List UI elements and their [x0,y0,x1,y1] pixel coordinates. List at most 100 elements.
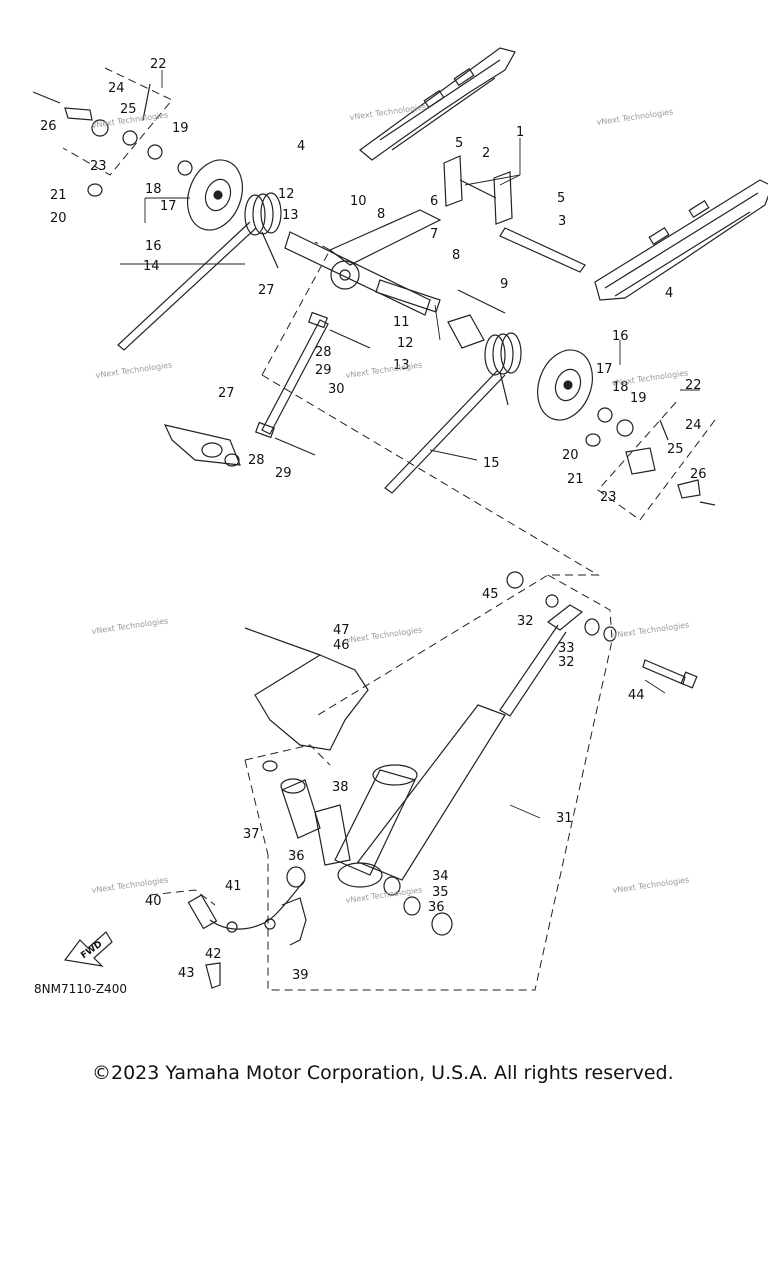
callout-30: 30 [328,382,345,397]
watermark: vNext Technologies [596,107,674,127]
callout-11: 11 [393,315,410,330]
callout-27a: 27 [258,283,275,298]
callout-17a: 17 [160,199,177,214]
callout-36a: 36 [288,849,305,864]
sensor-wiring [187,879,307,989]
callout-22a: 22 [150,57,167,72]
watermark: vNext Technologies [611,368,689,388]
callout-28a: 28 [315,345,332,360]
callout-36b: 36 [428,900,445,915]
slide-rail-left [359,47,516,161]
callout-41: 41 [225,879,242,894]
callout-28b: 28 [248,453,265,468]
idler-wheel-right [537,349,593,421]
bushing-36b [431,912,453,936]
link-rod-assembly [255,311,371,456]
callout-38: 38 [332,780,349,795]
callout-42: 42 [205,947,222,962]
copyright-notice: ©2023 Yamaha Motor Corporation, U.S.A. A… [92,1062,674,1084]
callout-23b: 23 [600,490,617,505]
pivot-arm [284,209,442,316]
bolt-44 [642,659,698,689]
callout-19b: 19 [630,391,647,406]
shaft-3 [499,227,586,273]
reservoir-37 [262,760,351,866]
callout-21a: 21 [50,188,67,203]
wheel-hub-group-right [585,407,716,506]
wheel-hub-group-left [32,83,193,197]
callout-18b: 18 [612,380,629,395]
fwd-arrow-icon [63,931,113,967]
callout-23a: 23 [90,159,107,174]
watermark: vNext Technologies [612,875,690,895]
callout-13b: 13 [393,358,410,373]
callout-37: 37 [243,827,260,842]
callout-22b: 22 [685,378,702,393]
callout-5b: 5 [557,191,565,206]
callout-2: 2 [482,146,490,161]
callout-25b: 25 [667,442,684,457]
slide-rail-right [594,179,768,301]
callout-18a: 18 [145,182,162,197]
callout-26b: 26 [690,467,707,482]
callout-29b: 29 [275,466,292,481]
callout-39: 39 [292,968,309,983]
link-bracket [163,424,241,467]
watermark: vNext Technologies [345,360,423,380]
collar-35 [403,896,421,916]
callout-8b: 8 [452,248,460,263]
washer-32a [545,594,559,608]
callout-35: 35 [432,885,449,900]
callout-13a: 13 [282,208,299,223]
callout-4b: 4 [665,286,673,301]
parts-diagram: 1 2 3 4 4 5 5 6 7 8 8 9 10 11 12 12 13 1… [32,47,768,991]
callout-12a: 12 [278,187,295,202]
watermark: vNext Technologies [345,625,423,645]
callout-45: 45 [482,587,499,602]
callout-14: 14 [143,259,160,274]
watermark: vNext Technologies [349,102,427,122]
collar-33 [584,618,600,636]
callout-8a: 8 [377,207,385,222]
callout-labels: 1 2 3 4 4 5 5 6 7 8 8 9 10 11 12 12 13 1… [40,57,707,983]
leader-lines [120,70,700,819]
bracket-assembly [443,155,513,225]
callout-33: 33 [558,641,575,656]
callout-4a: 4 [297,139,305,154]
callout-20b: 20 [562,448,579,463]
callout-27b: 27 [218,386,235,401]
callout-34: 34 [432,869,449,884]
watermark: vNext Technologies [95,360,173,380]
callout-40: 40 [145,894,162,909]
callout-7: 7 [430,227,438,242]
group-outlines [62,67,716,991]
collar-13 [447,314,485,349]
callout-9: 9 [500,277,508,292]
callout-44: 44 [628,688,645,703]
callout-16a: 16 [145,239,162,254]
callout-24a: 24 [108,81,125,96]
callout-32a: 32 [517,614,534,629]
callout-29a: 29 [315,363,332,378]
callout-43: 43 [178,966,195,981]
callout-31: 31 [556,811,573,826]
callout-47: 47 [333,623,350,638]
watermark: vNext Technologies [91,616,169,636]
torsion-spring-left [117,192,282,351]
shroud-46 [244,627,369,751]
drawing-id: 8NM7110-Z400 [34,982,127,996]
rod-9 [457,289,506,314]
callout-12b: 12 [397,336,414,351]
callout-25a: 25 [120,102,137,117]
callout-10: 10 [350,194,367,209]
bushing-36a [286,866,306,888]
callout-46: 46 [333,638,350,653]
callout-32b: 32 [558,655,575,670]
shock-absorber [334,604,584,888]
callout-26a: 26 [40,119,57,134]
callout-3: 3 [558,214,566,229]
callout-15: 15 [483,456,500,471]
callout-17b: 17 [596,362,613,377]
callout-24b: 24 [685,418,702,433]
bushing-34 [383,876,401,896]
